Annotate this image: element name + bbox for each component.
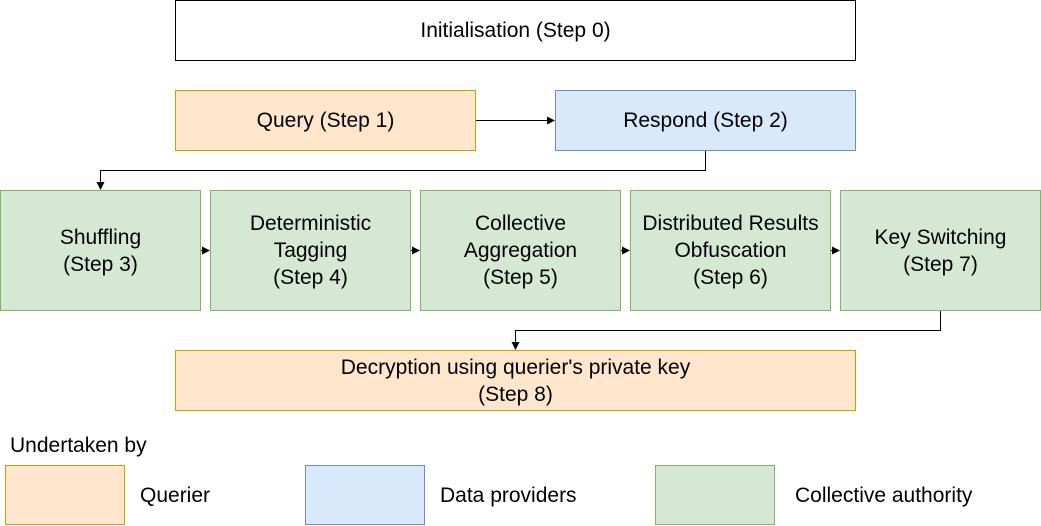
legend-label-querier: Querier — [140, 484, 211, 507]
step-7-key-switching: Key Switching (Step 7) — [840, 190, 1041, 311]
legend-label-collective-authority: Collective authority — [795, 484, 973, 507]
step-6-label: Distributed Results Obfuscation (Step 6) — [642, 212, 819, 289]
step-4-label: Deterministic Tagging (Step 4) — [249, 212, 372, 289]
step-5-collective-aggregation: Collective Aggregation (Step 5) — [420, 190, 621, 311]
step-7-label: Key Switching (Step 7) — [874, 225, 1007, 276]
step-3-label: Shuffling (Step 3) — [59, 225, 142, 276]
arrow-step2-to-step3 — [96, 151, 706, 190]
step-1-query: Query (Step 1) — [175, 90, 476, 151]
step-0-label: Initialisation (Step 0) — [420, 19, 611, 42]
step-2-respond: Respond (Step 2) — [555, 90, 856, 151]
legend-title: Undertaken by — [10, 434, 147, 457]
legend-swatch-querier — [5, 465, 125, 525]
step-6-distributed-results-obfuscation: Distributed Results Obfuscation (Step 6) — [630, 190, 831, 311]
step-3-shuffling: Shuffling (Step 3) — [0, 190, 201, 311]
legend-swatch-data-providers — [305, 465, 425, 525]
step-5-label: Collective Aggregation (Step 5) — [463, 212, 578, 289]
step-4-deterministic-tagging: Deterministic Tagging (Step 4) — [210, 190, 411, 311]
step-0-initialisation: Initialisation (Step 0) — [175, 0, 856, 61]
arrow-step7-to-step8 — [511, 311, 941, 350]
step-1-label: Query (Step 1) — [256, 109, 395, 132]
legend-label-data-providers: Data providers — [440, 484, 577, 507]
step-8-decryption: Decryption using querier's private key (… — [175, 350, 856, 411]
step-2-label: Respond (Step 2) — [623, 109, 788, 132]
step-8-label: Decryption using querier's private key (… — [340, 355, 691, 406]
legend-swatch-collective-authority — [655, 465, 775, 525]
